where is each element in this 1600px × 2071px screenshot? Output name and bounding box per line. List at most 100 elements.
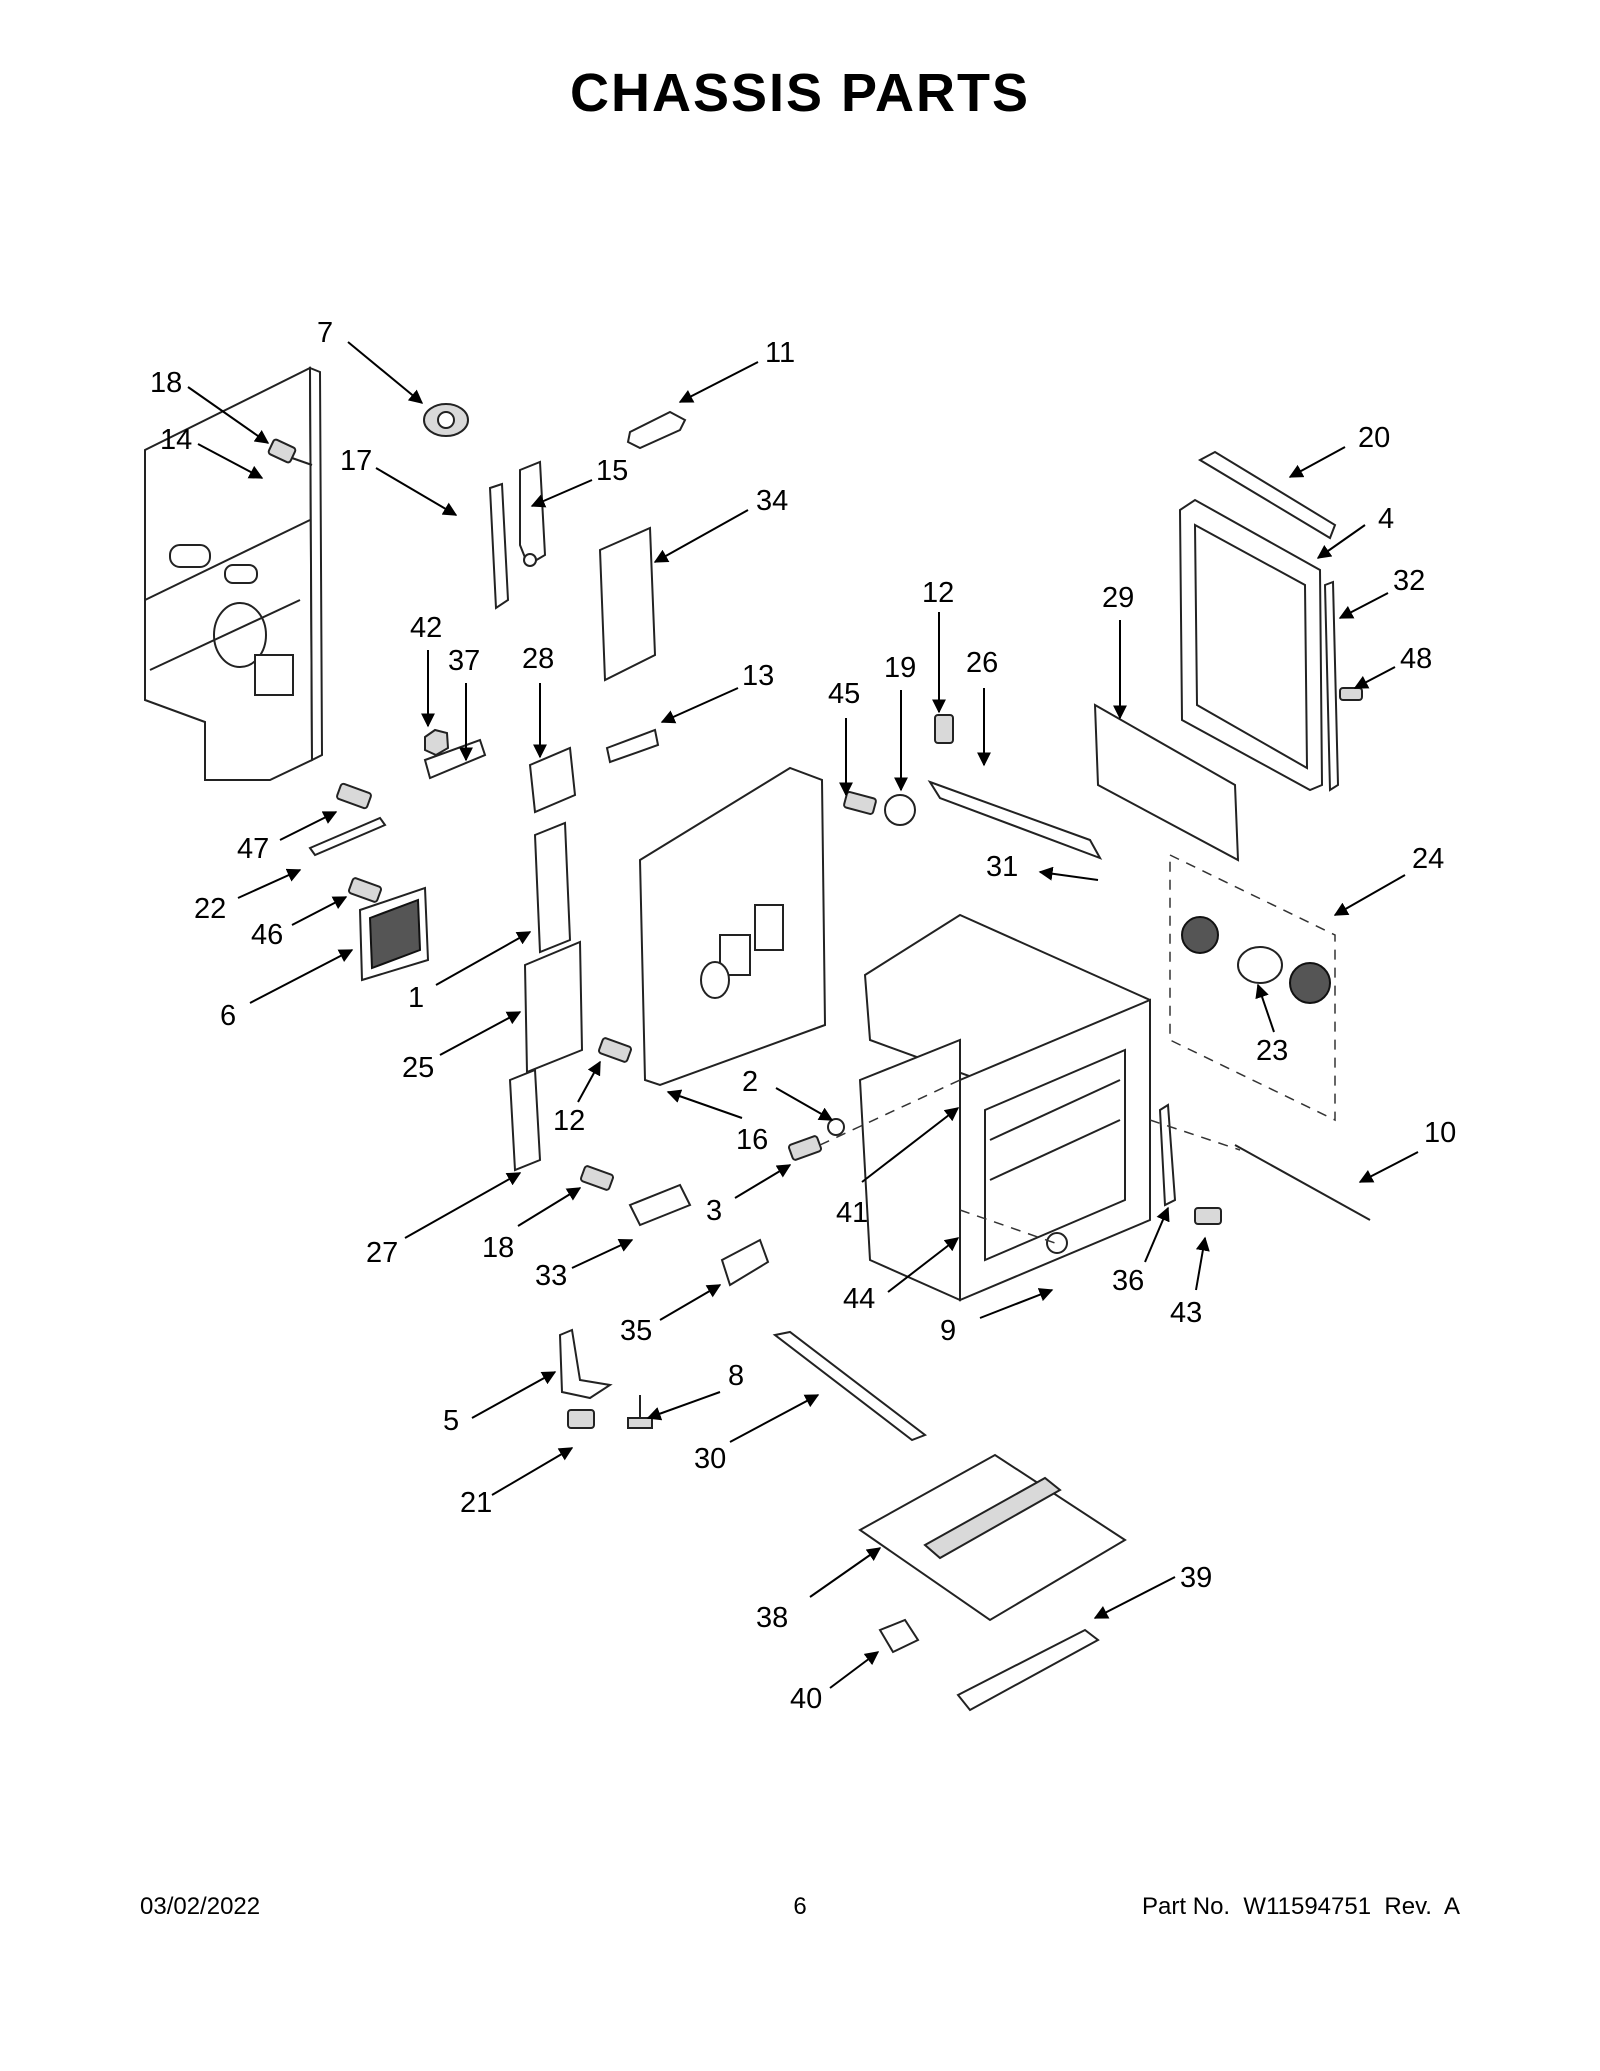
part-12-screw-lower <box>598 1037 632 1063</box>
callout-2: 2 <box>742 1066 758 1098</box>
callout-3: 3 <box>706 1195 722 1227</box>
leader-lines <box>187 341 1419 1689</box>
callout-12: 12 <box>922 577 954 609</box>
callout-32: 32 <box>1393 565 1425 597</box>
page-title: CHASSIS PARTS <box>569 63 1031 123</box>
callout-44: 44 <box>843 1283 875 1315</box>
part-side-panel-16 <box>638 766 827 1087</box>
part-22 <box>308 816 387 857</box>
part-7 <box>423 403 469 437</box>
callout-4: 4 <box>1378 503 1394 535</box>
part-3 <box>788 1135 822 1161</box>
callout-40: 40 <box>790 1683 822 1715</box>
callout-29: 29 <box>1102 582 1134 614</box>
callout-24: 24 <box>1412 843 1444 875</box>
callout-22: 22 <box>194 893 226 925</box>
callout-17: 17 <box>340 445 372 477</box>
callout-38: 38 <box>756 1602 788 1634</box>
part-light-23 <box>1181 916 1331 1004</box>
callout-13: 13 <box>742 660 774 692</box>
callout-43: 43 <box>1170 1297 1202 1329</box>
callout-30: 30 <box>694 1443 726 1475</box>
part-30 <box>772 1330 928 1442</box>
callout-15: 15 <box>596 455 628 487</box>
part-43 <box>1194 1207 1222 1225</box>
callout-9: 9 <box>940 1315 956 1347</box>
part-39 <box>956 1628 1100 1712</box>
callout-5: 5 <box>443 1405 459 1437</box>
callout-7: 7 <box>317 317 333 349</box>
part-28 <box>528 746 577 814</box>
part-13 <box>605 728 660 764</box>
callout-23: 23 <box>1256 1035 1288 1067</box>
part-29 <box>1093 703 1240 862</box>
part-40 <box>878 1618 920 1654</box>
callout-16: 16 <box>736 1124 768 1156</box>
part-5 <box>558 1328 613 1400</box>
callout-14: 14 <box>160 424 192 456</box>
part-10 <box>1234 1144 1371 1221</box>
part-33 <box>628 1183 692 1227</box>
callout-21: 21 <box>460 1487 492 1519</box>
part-48 <box>1339 687 1363 701</box>
part-47 <box>336 782 372 810</box>
part-42 <box>424 728 450 757</box>
callout-47: 47 <box>237 833 269 865</box>
part-12-screw-upper <box>934 714 954 744</box>
callout-12-lower: 12 <box>553 1105 585 1137</box>
part-9 <box>1046 1232 1068 1254</box>
part-21 <box>567 1409 595 1429</box>
part-32 <box>1323 580 1340 792</box>
callout-34: 34 <box>756 485 788 517</box>
callout-20: 20 <box>1358 422 1390 454</box>
part-35 <box>720 1238 770 1287</box>
callout-48: 48 <box>1400 643 1432 675</box>
part-1 <box>533 821 572 954</box>
callout-42: 42 <box>410 612 442 644</box>
footer-date: 03/02/2022 <box>140 1893 261 1920</box>
part-46 <box>348 877 382 903</box>
callout-27: 27 <box>366 1237 398 1269</box>
callout-18-lower: 18 <box>482 1232 514 1264</box>
callout-1: 1 <box>408 982 424 1014</box>
callout-45: 45 <box>828 678 860 710</box>
footer-part-number: Part No. W11594751 Rev. A <box>1142 1893 1460 1920</box>
callout-46: 46 <box>251 919 283 951</box>
part-screw-18 <box>267 438 313 466</box>
part-rear-panel <box>144 366 324 781</box>
part-2 <box>827 1118 845 1136</box>
part-door-frame-4 <box>1178 498 1324 792</box>
callout-25: 25 <box>402 1052 434 1084</box>
footer-page-number: 6 <box>793 1893 807 1920</box>
callout-8: 8 <box>728 1360 744 1392</box>
assembly-line-10 <box>1149 1119 1241 1151</box>
part-24-light-box <box>1169 853 1336 1122</box>
part-25 <box>523 940 584 1074</box>
part-19 <box>884 794 916 826</box>
part-8 <box>627 1395 653 1429</box>
callout-28: 28 <box>522 643 554 675</box>
callout-11: 11 <box>765 337 795 369</box>
part-oven-cavity-31 <box>858 913 1151 1302</box>
part-34 <box>598 526 657 682</box>
part-hinges-15-17 <box>488 460 547 610</box>
callout-31: 31 <box>986 851 1018 883</box>
part-20 <box>1197 450 1337 540</box>
callout-41: 41 <box>836 1197 868 1229</box>
callout-33: 33 <box>535 1260 567 1292</box>
part-11 <box>626 410 687 450</box>
callout-39: 39 <box>1180 1562 1212 1594</box>
part-26 <box>927 780 1103 860</box>
part-18-screw-lower <box>580 1165 614 1191</box>
part-36 <box>1158 1103 1177 1207</box>
part-vent-6 <box>358 886 430 982</box>
callout-18: 18 <box>150 367 182 399</box>
callout-labels: 7 11 18 14 17 15 34 20 4 32 48 12 26 29 … <box>150 317 1456 1715</box>
callout-19: 19 <box>884 652 916 684</box>
part-45 <box>843 791 877 815</box>
callout-26: 26 <box>966 647 998 679</box>
callout-37: 37 <box>448 645 480 677</box>
callout-6: 6 <box>220 1000 236 1032</box>
part-27 <box>508 1068 542 1172</box>
